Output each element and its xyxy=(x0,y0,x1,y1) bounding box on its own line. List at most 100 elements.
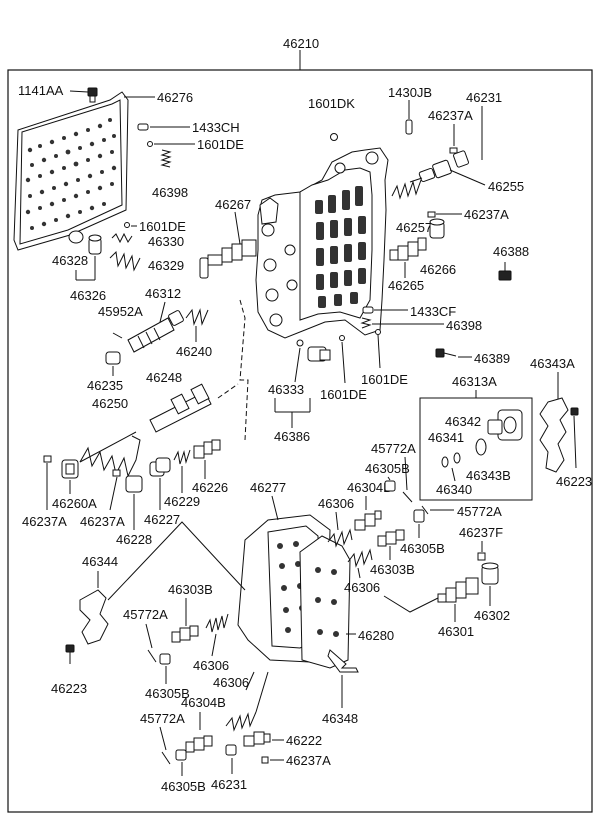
plug-46228 xyxy=(125,475,143,493)
ball-1601DK xyxy=(330,133,338,141)
spring-46306-d xyxy=(225,711,257,732)
bracket-46344 xyxy=(79,589,109,645)
callout-45772A-c: 45772A xyxy=(123,607,168,622)
plug-46231-a xyxy=(453,150,469,168)
leader-45772A-d xyxy=(159,726,167,751)
spring-46329 xyxy=(109,250,141,272)
pin-45952A xyxy=(112,332,123,339)
lower-valve-body-46280 xyxy=(299,535,351,669)
retainer-46237A-b xyxy=(427,211,436,218)
callout-46341: 46341 xyxy=(428,430,464,445)
plug-46266 xyxy=(429,218,445,239)
callout-46302: 46302 xyxy=(474,608,510,623)
callout-46330: 46330 xyxy=(148,234,184,249)
plug-46305B-c xyxy=(159,653,171,665)
leader-46237A-d xyxy=(109,476,118,511)
leader-46340 xyxy=(451,467,456,482)
callout-46250: 46250 xyxy=(92,396,128,411)
leader-1141AA xyxy=(69,90,89,93)
callout-46312: 46312 xyxy=(145,286,181,301)
leader-46255 xyxy=(449,169,486,186)
callout-46235: 46235 xyxy=(87,378,123,393)
valve-46255 xyxy=(409,159,452,183)
pin-45772A-b xyxy=(421,505,429,515)
callout-46305B-c: 46305B xyxy=(145,686,190,701)
callout-46260A: 46260A xyxy=(52,496,97,511)
spring-46240 xyxy=(185,308,209,326)
callout-1433CF: 1433CF xyxy=(410,304,456,319)
retainer-46237A-e xyxy=(261,756,269,764)
callout-1601DE-c: 1601DE xyxy=(361,372,408,387)
leader-46306-b xyxy=(357,567,361,579)
callout-46240: 46240 xyxy=(176,344,212,359)
callout-46231-b: 46231 xyxy=(211,777,247,792)
plug-46231-b xyxy=(225,744,237,756)
leader-46223-a xyxy=(573,415,577,469)
callout-1601DK: 1601DK xyxy=(308,96,355,111)
callout-45772A-b: 45772A xyxy=(457,504,502,519)
callout-46303B-b: 46303B xyxy=(370,562,415,577)
alignment-line-b xyxy=(217,383,239,399)
valve-46222 xyxy=(243,731,271,747)
callout-46210: 46210 xyxy=(283,36,319,51)
callout-1601DE-a: 1601DE xyxy=(197,137,244,152)
pin-45772A-a xyxy=(402,491,413,503)
callout-46303B-a: 46303B xyxy=(168,582,213,597)
callout-46237A-e: 46237A xyxy=(286,753,331,768)
callout-46237A-a: 46237A xyxy=(428,108,473,123)
retainer-46237A-c xyxy=(43,455,52,463)
pin-1433CF xyxy=(362,306,374,314)
spring-46306-c xyxy=(205,613,229,633)
inset-box-46313A xyxy=(419,397,533,501)
spring-plate-46348 xyxy=(327,649,359,673)
oring-46340-a xyxy=(441,456,449,468)
callout-46223-b: 46223 xyxy=(51,681,87,696)
alignment-line-a xyxy=(239,299,249,441)
valve-46301 xyxy=(437,577,479,603)
callout-46343B: 46343B xyxy=(466,468,511,483)
callout-46348: 46348 xyxy=(322,711,358,726)
callout-46342: 46342 xyxy=(445,414,481,429)
valve-46304B-a xyxy=(354,510,382,531)
callout-46343A: 46343A xyxy=(530,356,575,371)
leader-46306-c xyxy=(211,633,217,657)
valve-46226 xyxy=(193,439,221,459)
callout-46257: 46257 xyxy=(396,220,432,235)
plug-46305B-d xyxy=(175,749,187,761)
callout-46265: 46265 xyxy=(388,278,424,293)
callout-46329: 46329 xyxy=(148,258,184,273)
alignment-line-d xyxy=(255,671,269,713)
callout-46267: 46267 xyxy=(215,197,251,212)
callout-46276: 46276 xyxy=(157,90,193,105)
callout-46229: 46229 xyxy=(164,494,200,509)
upper-valve-body xyxy=(255,147,389,339)
callout-46222: 46222 xyxy=(286,733,322,748)
callout-46305B-b: 46305B xyxy=(400,541,445,556)
spring-46306-b xyxy=(347,548,373,568)
retainer-46237A-a xyxy=(449,147,458,154)
pin-1433CH xyxy=(137,123,149,131)
ball-1601DE-b xyxy=(124,222,130,228)
plug-46235 xyxy=(105,351,121,365)
callout-46228: 46228 xyxy=(116,532,152,547)
callout-45952A: 45952A xyxy=(98,304,143,319)
retainer-46237A-d xyxy=(112,469,121,477)
callout-46306-d: 46306 xyxy=(213,675,249,690)
callout-46326: 46326 xyxy=(70,288,106,303)
callout-46248: 46248 xyxy=(146,370,182,385)
callout-46237A-d: 46237A xyxy=(80,514,125,529)
bolt-1141AA xyxy=(87,87,98,103)
callout-1601DE-d: 1601DE xyxy=(320,387,367,402)
callout-1601DE-b: 1601DE xyxy=(139,219,186,234)
spring-46398-a xyxy=(160,149,172,168)
callout-46306-c: 46306 xyxy=(193,658,229,673)
alignment-line-e xyxy=(383,595,439,613)
valve-46304B-b xyxy=(185,735,213,753)
pin-45772A-d xyxy=(161,751,171,765)
callout-46266: 46266 xyxy=(420,262,456,277)
callout-46305B-d: 46305B xyxy=(161,779,206,794)
leader-46267 xyxy=(234,211,241,245)
retainer-46237F xyxy=(477,552,486,561)
separator-plate-46276 xyxy=(13,91,129,251)
